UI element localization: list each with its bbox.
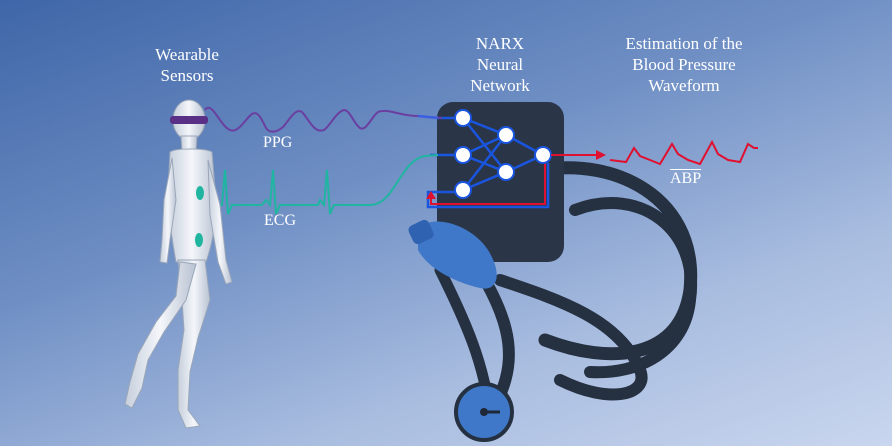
ppg-label: PPG — [263, 134, 293, 151]
ecg-waveform — [210, 154, 439, 215]
abp-waveform — [609, 139, 758, 166]
estimation-line-3: Waveform — [648, 76, 720, 95]
network-line-3: Network — [470, 76, 530, 95]
narx-network-label: NARX Neural Network — [452, 33, 548, 96]
wearable-sensors-label: Wearable Sensors — [142, 44, 232, 86]
ppg-waveform — [204, 106, 443, 133]
sensors-line-2: Sensors — [160, 66, 214, 85]
chest-sensor — [196, 186, 204, 200]
network-line-2: Neural — [476, 55, 524, 74]
blood-pressure-cuff-icon — [408, 219, 497, 289]
ecg-label: ECG — [264, 212, 296, 229]
neural-network-icon — [426, 102, 564, 262]
pressure-gauge-icon — [454, 382, 514, 442]
sensors-line-1: Wearable — [155, 45, 219, 64]
human-figure-icon — [124, 99, 233, 429]
estimation-label: Estimation of the Blood Pressure Wavefor… — [604, 33, 764, 96]
estimation-line-1: Estimation of the — [625, 34, 743, 53]
network-line-1: NARX — [475, 34, 525, 53]
estimation-line-2: Blood Pressure — [632, 55, 736, 74]
abp-label: ABP — [670, 170, 702, 187]
output-arrow — [551, 150, 606, 160]
head-sensor-band — [170, 116, 208, 124]
hip-sensor — [195, 233, 203, 247]
